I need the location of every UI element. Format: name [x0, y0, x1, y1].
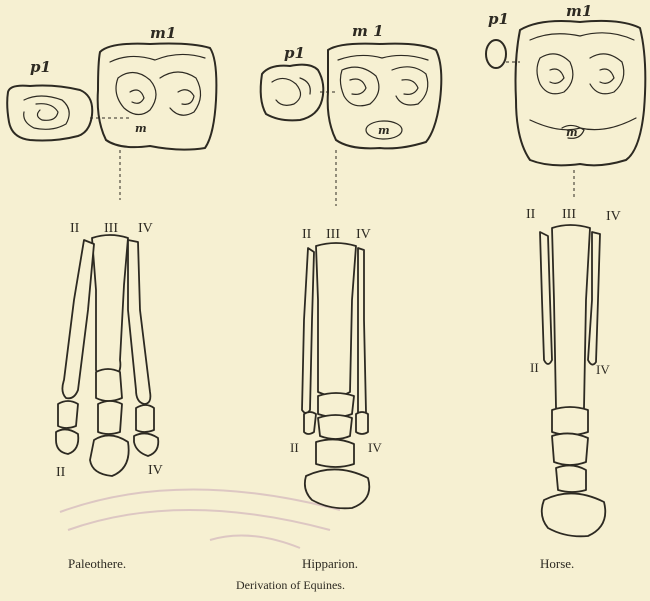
paleothere-caption: Paleothere.: [68, 556, 126, 572]
horse-molar-label: m1: [566, 2, 592, 20]
paleothere-digit-iii-label: III: [104, 221, 118, 236]
hipparion-inner-label: m: [378, 124, 390, 137]
horse-digit-iv-label: IV: [606, 209, 621, 224]
paleothere-digit-ii-bottom-label: II: [56, 465, 66, 480]
horse-molar-tooth: [516, 21, 646, 165]
horse-premolar-tooth: [486, 40, 506, 68]
horse-digit-iv-bottom-label: IV: [596, 362, 610, 377]
paleothere-premolar-label: p1: [30, 58, 51, 76]
hipparion-molar-label: m 1: [352, 22, 384, 40]
horse-digit-ii-bottom-label: II: [530, 360, 539, 375]
horse-premolar-label: p1: [488, 10, 509, 28]
horse-inner-label: m: [566, 126, 578, 139]
hipparion-digit-iv-bottom-label: IV: [368, 440, 382, 455]
hipparion-premolar-tooth: [261, 65, 324, 121]
hipparion-digit-iv-label: IV: [356, 227, 371, 242]
hipparion-digit-ii-label: II: [302, 227, 312, 242]
paleothere-premolar-tooth: [7, 86, 92, 141]
horse-foot: [540, 225, 605, 536]
paleothere-digit-iv-label: IV: [138, 221, 153, 236]
horse-digit-iii-label: III: [562, 207, 576, 222]
hipparion-foot: [302, 243, 369, 508]
hipparion-digit-iii-label: III: [326, 227, 340, 242]
paleothere-foot: [56, 235, 158, 476]
hipparion-digit-ii-bottom-label: II: [290, 440, 299, 455]
paleothere-digit-iv-bottom-label: IV: [148, 463, 163, 478]
hipparion-caption: Hipparion.: [302, 556, 358, 572]
paleothere-molar-tooth: [98, 44, 217, 150]
horse-caption: Horse.: [540, 556, 574, 572]
paleothere-molar-label: m1: [150, 24, 176, 42]
paleothere-digit-ii-label: II: [70, 221, 80, 236]
paleothere-inner-label: m: [135, 122, 147, 135]
library-stamp: [60, 489, 340, 548]
hipparion-premolar-label: p1: [284, 44, 305, 62]
figure-caption: Derivation of Equines.: [236, 578, 345, 593]
horse-digit-ii-label: II: [526, 207, 536, 222]
